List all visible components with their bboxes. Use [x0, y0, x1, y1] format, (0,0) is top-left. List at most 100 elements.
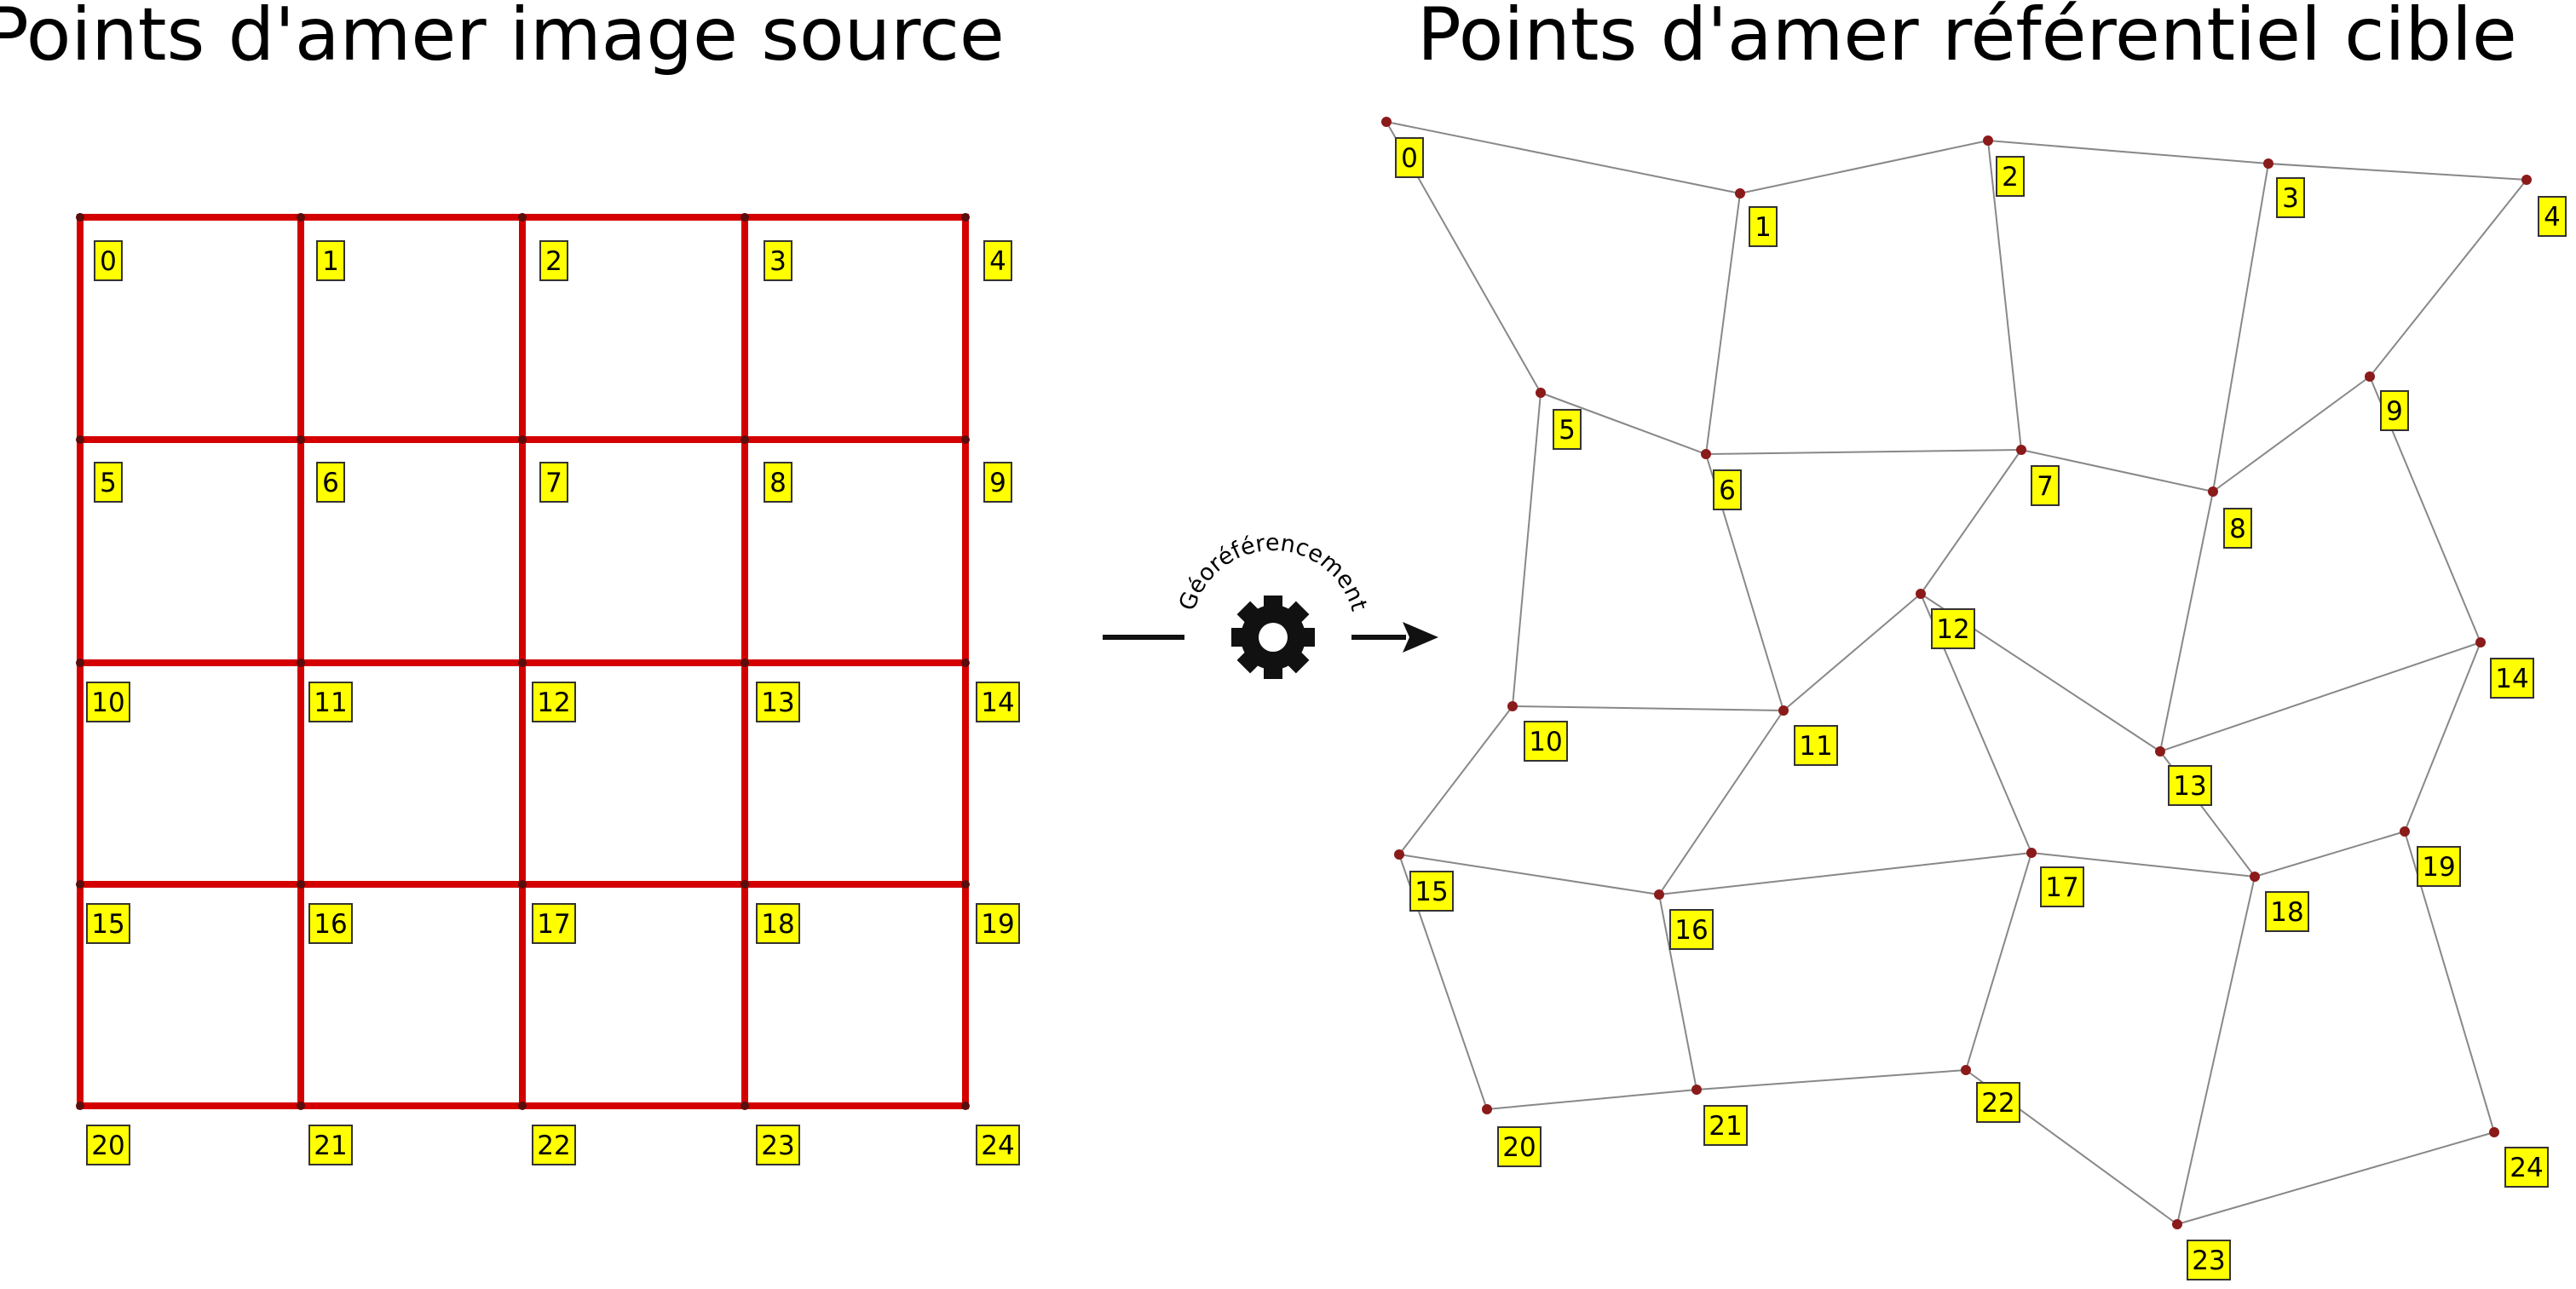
landmark-label-box	[2380, 390, 2409, 431]
landmark-label-text: 23	[761, 1131, 794, 1161]
gear-tooth	[1236, 601, 1263, 627]
landmark-label: 1	[1749, 206, 1778, 247]
source-landmark-point	[76, 880, 84, 889]
landmark-label-text: 10	[1529, 727, 1562, 757]
landmark-label-text: 17	[537, 909, 570, 940]
source-landmark-point	[76, 213, 84, 222]
landmark-label-box	[532, 1125, 576, 1165]
landmark-label-text: 8	[769, 468, 787, 498]
landmark-label-text: 16	[1674, 915, 1708, 946]
landmark-label-box	[756, 903, 800, 944]
landmark-label: 15	[1409, 871, 1454, 912]
source-panel-title: Points d'amer image source	[0, 0, 1005, 78]
landmark-label-box	[2504, 1147, 2549, 1188]
mesh-edge	[1658, 710, 1784, 895]
target-landmark-point	[1381, 117, 1392, 127]
mesh-edge	[2404, 642, 2481, 832]
target-landmark-point	[1654, 889, 1664, 900]
source-landmark-point	[961, 435, 970, 444]
mesh-edge	[1512, 705, 1784, 711]
landmark-label-box	[764, 462, 792, 503]
landmark-label-text: 19	[981, 909, 1014, 940]
landmark-label-text: 24	[2510, 1153, 2543, 1183]
landmark-label: 23	[2187, 1240, 2231, 1280]
landmark-label-text: 6	[322, 468, 339, 498]
mesh-edge	[2176, 876, 2256, 1225]
landmark-label: 9	[2380, 390, 2409, 431]
landmark-label-text: 7	[2037, 471, 2054, 502]
mesh-edge	[1398, 854, 1660, 895]
mesh-edge	[2031, 852, 2256, 878]
mesh-edge	[1705, 449, 2022, 455]
source-landmark-point	[297, 213, 305, 222]
mesh-edge	[1398, 705, 1513, 855]
landmark-label-box	[976, 1125, 1020, 1165]
landmark-label: 20	[86, 1125, 130, 1165]
landmark-label: 17	[2040, 866, 2084, 907]
landmark-label-text: 14	[2495, 664, 2528, 694]
landmark-label: 6	[316, 462, 345, 503]
landmark-label: 1	[316, 240, 345, 281]
landmark-label-text: 9	[989, 468, 1006, 498]
arrow-head	[1403, 622, 1438, 653]
landmark-label: 2	[1996, 156, 2025, 197]
landmark-label-text: 7	[545, 468, 562, 498]
landmark-label-box	[2265, 891, 2309, 932]
source-landmark-point	[961, 213, 970, 222]
mesh-edge	[1486, 1089, 1697, 1110]
landmark-label-text: 13	[2173, 771, 2206, 802]
landmark-label-text: 0	[1401, 143, 1418, 174]
gear-tooth	[1283, 647, 1310, 674]
landmark-label-box	[86, 682, 130, 722]
landmark-label-text: 4	[989, 246, 1006, 277]
landmark-label-box	[532, 682, 576, 722]
landmark-label-box	[2031, 465, 2060, 506]
landmark-label: 12	[532, 682, 576, 722]
landmark-label-text: 21	[1709, 1111, 1742, 1142]
landmark-label: 18	[756, 903, 800, 944]
target-landmark-point	[1916, 589, 1926, 599]
landmark-label-box	[1524, 721, 1568, 762]
target-landmark-point	[2026, 848, 2037, 858]
georeferencing-arrow: Géoréférencement	[1103, 530, 1438, 679]
landmark-label: 19	[2417, 846, 2461, 887]
landmark-label-text: 10	[91, 688, 124, 718]
source-landmark-point	[518, 1102, 527, 1110]
landmark-label: 24	[976, 1125, 1020, 1165]
landmark-label-text: 2	[545, 246, 562, 277]
target-landmark-point	[2016, 445, 2026, 455]
target-landmark-point	[2365, 371, 2375, 382]
mesh-edge	[2268, 163, 2527, 181]
landmark-label-text: 11	[1799, 731, 1832, 762]
mesh-edge	[1386, 121, 1741, 194]
landmark-label: 2	[539, 240, 568, 281]
source-grid	[76, 213, 970, 1110]
source-landmark-point	[961, 1102, 970, 1110]
landmark-label: 9	[983, 462, 1012, 503]
source-landmark-point	[518, 435, 527, 444]
landmark-label-text: 18	[761, 909, 794, 940]
landmark-label-box	[316, 240, 345, 281]
landmark-label-box	[983, 240, 1012, 281]
landmark-label: 13	[756, 682, 800, 722]
landmark-label-box	[1409, 871, 1454, 912]
landmark-label-box	[1996, 156, 2025, 197]
landmark-label-text: 4	[2544, 202, 2561, 233]
landmark-label: 15	[86, 903, 130, 944]
landmark-label: 3	[764, 240, 792, 281]
source-landmark-point	[518, 659, 527, 667]
landmark-label-text: 5	[100, 468, 117, 498]
landmark-label-box	[1931, 608, 1975, 649]
landmark-label-text: 12	[537, 688, 570, 718]
landmark-label-text: 16	[314, 909, 347, 940]
source-landmark-point	[741, 213, 749, 222]
landmark-label-text: 19	[2422, 852, 2455, 883]
mesh-edge	[1987, 140, 2022, 451]
landmark-label: 23	[756, 1125, 800, 1165]
mesh-edge	[1739, 140, 1989, 194]
mesh-edge	[1658, 894, 1697, 1090]
mesh-edge	[1512, 392, 1542, 707]
target-landmark-point	[1691, 1085, 1702, 1095]
